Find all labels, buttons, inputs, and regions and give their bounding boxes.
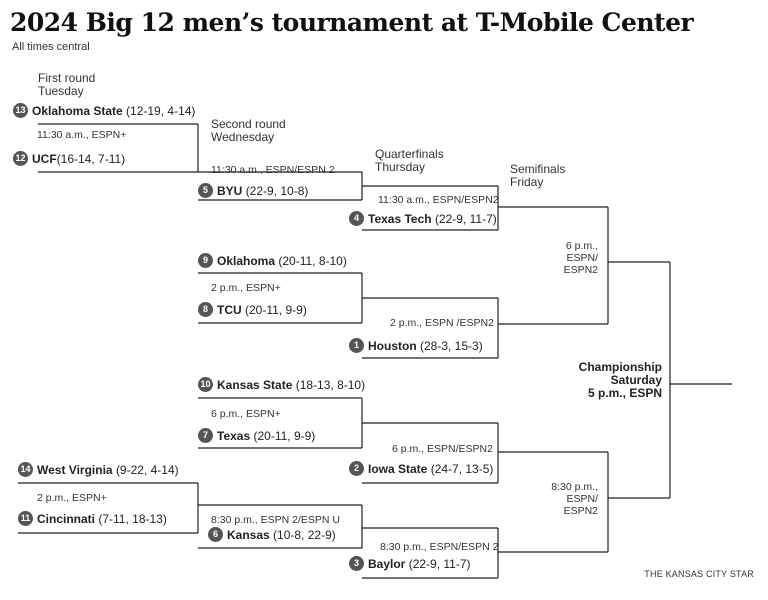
round-name: Quarterfinals xyxy=(375,147,444,161)
game-time: 6 p.m., ESPN/ESPN2 xyxy=(392,443,493,455)
team-entry: 14 West Virginia (9-22, 4-14) xyxy=(18,462,179,478)
team-name: Texas Tech xyxy=(368,212,432,226)
semifinal-1-time: 6 p.m., ESPN/ ESPN2 xyxy=(540,240,598,276)
round-header-quarter: Quarterfinals Thursday xyxy=(375,148,444,174)
team-record: (10-8, 22-9) xyxy=(273,528,336,542)
team-name: BYU xyxy=(217,184,243,198)
game-time-line: ESPN2 xyxy=(563,505,598,517)
seed-badge: 12 xyxy=(13,151,28,167)
team-entry: 2 Iowa State (24-7, 13-5) xyxy=(349,461,494,477)
round-day: Tuesday xyxy=(38,84,84,98)
team-entry: 5 BYU (22-9, 10-8) xyxy=(198,183,309,199)
team-record: (20-11, 9-9) xyxy=(253,429,316,443)
team-record: (9-22, 4-14) xyxy=(115,463,179,477)
team-record: (22-9, 11-7) xyxy=(434,212,497,226)
credit-line: THE KANSAS CITY STAR xyxy=(644,569,754,579)
round-header-second: Second round Wednesday xyxy=(211,118,286,144)
championship-label: Championship Saturday 5 p.m., ESPN xyxy=(560,361,662,400)
team-entry: 4 Texas Tech (22-9, 11-7) xyxy=(349,211,497,227)
team-record: (22-9, 10-8) xyxy=(245,184,309,198)
game-time-line: ESPN/ xyxy=(566,493,598,505)
team-record: (12-19, 4-14) xyxy=(126,104,196,118)
team-entry: 6 Kansas (10-8, 22-9) xyxy=(208,527,336,543)
seed-badge: 5 xyxy=(198,183,213,199)
seed-badge: 8 xyxy=(198,302,213,318)
team-entry: 12 UCF(16-14, 7-11) xyxy=(13,151,126,167)
game-time-line: ESPN2 xyxy=(563,264,598,276)
team-entry: 11 Cincinnati (7-11, 18-13) xyxy=(18,511,167,527)
team-record: (28-3, 15-3) xyxy=(420,339,483,353)
team-name: Texas xyxy=(217,429,251,443)
game-time: 5 p.m., ESPN xyxy=(587,386,662,400)
team-entry: 8 TCU (20-11, 9-9) xyxy=(198,302,307,318)
page-title: 2024 Big 12 men’s tournament at T-Mobile… xyxy=(10,8,694,37)
game-time: 2 p.m., ESPN /ESPN2 xyxy=(390,317,494,329)
team-name: Oklahoma xyxy=(217,254,276,268)
team-name: TCU xyxy=(217,303,242,317)
team-record: (16-14, 7-11) xyxy=(56,152,126,166)
round-name: Semifinals xyxy=(510,162,566,176)
game-time: 11:30 a.m., ESPN/ESPN2 xyxy=(378,194,499,206)
round-name: Second round xyxy=(211,117,286,131)
team-entry: 13 Oklahoma State (12-19, 4-14) xyxy=(13,103,196,119)
game-time: 2 p.m., ESPN+ xyxy=(37,492,107,504)
seed-badge: 1 xyxy=(349,338,364,354)
team-name: Houston xyxy=(368,339,417,353)
seed-badge: 2 xyxy=(349,461,364,477)
round-header-first: First round Tuesday xyxy=(38,72,95,98)
seed-badge: 11 xyxy=(18,511,33,527)
round-name: First round xyxy=(38,71,96,85)
team-name: Kansas xyxy=(227,528,270,542)
seed-badge: 7 xyxy=(198,428,213,444)
team-entry: 7 Texas (20-11, 9-9) xyxy=(198,428,316,444)
round-day: Saturday xyxy=(610,373,662,387)
game-time: 11:30 a.m., ESPN/ESPN 2 xyxy=(211,164,335,176)
game-time-line: 6 p.m., xyxy=(565,240,598,252)
semifinal-2-time: 8:30 p.m., ESPN/ ESPN2 xyxy=(540,481,598,517)
seed-badge: 10 xyxy=(198,377,213,393)
team-name: Baylor xyxy=(368,557,406,571)
round-name: Championship xyxy=(578,360,662,374)
team-record: (20-11, 9-9) xyxy=(245,303,307,317)
game-time: 2 p.m., ESPN+ xyxy=(211,282,281,294)
seed-badge: 13 xyxy=(13,103,28,119)
seed-badge: 14 xyxy=(18,462,33,478)
page-subtitle: All times central xyxy=(12,41,90,53)
seed-badge: 3 xyxy=(349,556,364,572)
seed-badge: 6 xyxy=(208,527,223,543)
team-name: Kansas State xyxy=(217,378,293,392)
team-entry: 10 Kansas State (18-13, 8-10) xyxy=(198,377,366,393)
team-entry: 3 Baylor (22-9, 11-7) xyxy=(349,556,471,572)
game-time: 11:30 a.m., ESPN+ xyxy=(37,129,127,141)
team-record: (22-9, 11-7) xyxy=(408,557,471,571)
round-day: Thursday xyxy=(375,160,426,174)
game-time: 6 p.m., ESPN+ xyxy=(211,408,281,420)
team-entry: 9 Oklahoma (20-11, 8-10) xyxy=(198,253,347,269)
game-time-line: 8:30 p.m., xyxy=(551,481,598,493)
round-day: Wednesday xyxy=(211,130,275,144)
game-time-line: ESPN/ xyxy=(566,252,598,264)
seed-badge: 4 xyxy=(349,211,364,227)
team-entry: 1 Houston (28-3, 15-3) xyxy=(349,338,483,354)
round-header-semi: Semifinals Friday xyxy=(510,163,565,189)
team-record: (7-11, 18-13) xyxy=(98,512,167,526)
team-record: (20-11, 8-10) xyxy=(278,254,347,268)
team-name: Oklahoma State xyxy=(32,104,123,118)
team-record: (18-13, 8-10) xyxy=(295,378,366,392)
team-name: UCF xyxy=(32,152,57,166)
team-record: (24-7, 13-5) xyxy=(430,462,494,476)
game-time: 8:30 p.m., ESPN 2/ESPN U xyxy=(211,514,340,526)
game-time: 8:30 p.m., ESPN/ESPN 2 xyxy=(380,541,499,553)
team-name: Iowa State xyxy=(368,462,428,476)
team-name: Cincinnati xyxy=(37,512,96,526)
seed-badge: 9 xyxy=(198,253,213,269)
team-name: West Virginia xyxy=(37,463,113,477)
round-day: Friday xyxy=(510,175,544,189)
